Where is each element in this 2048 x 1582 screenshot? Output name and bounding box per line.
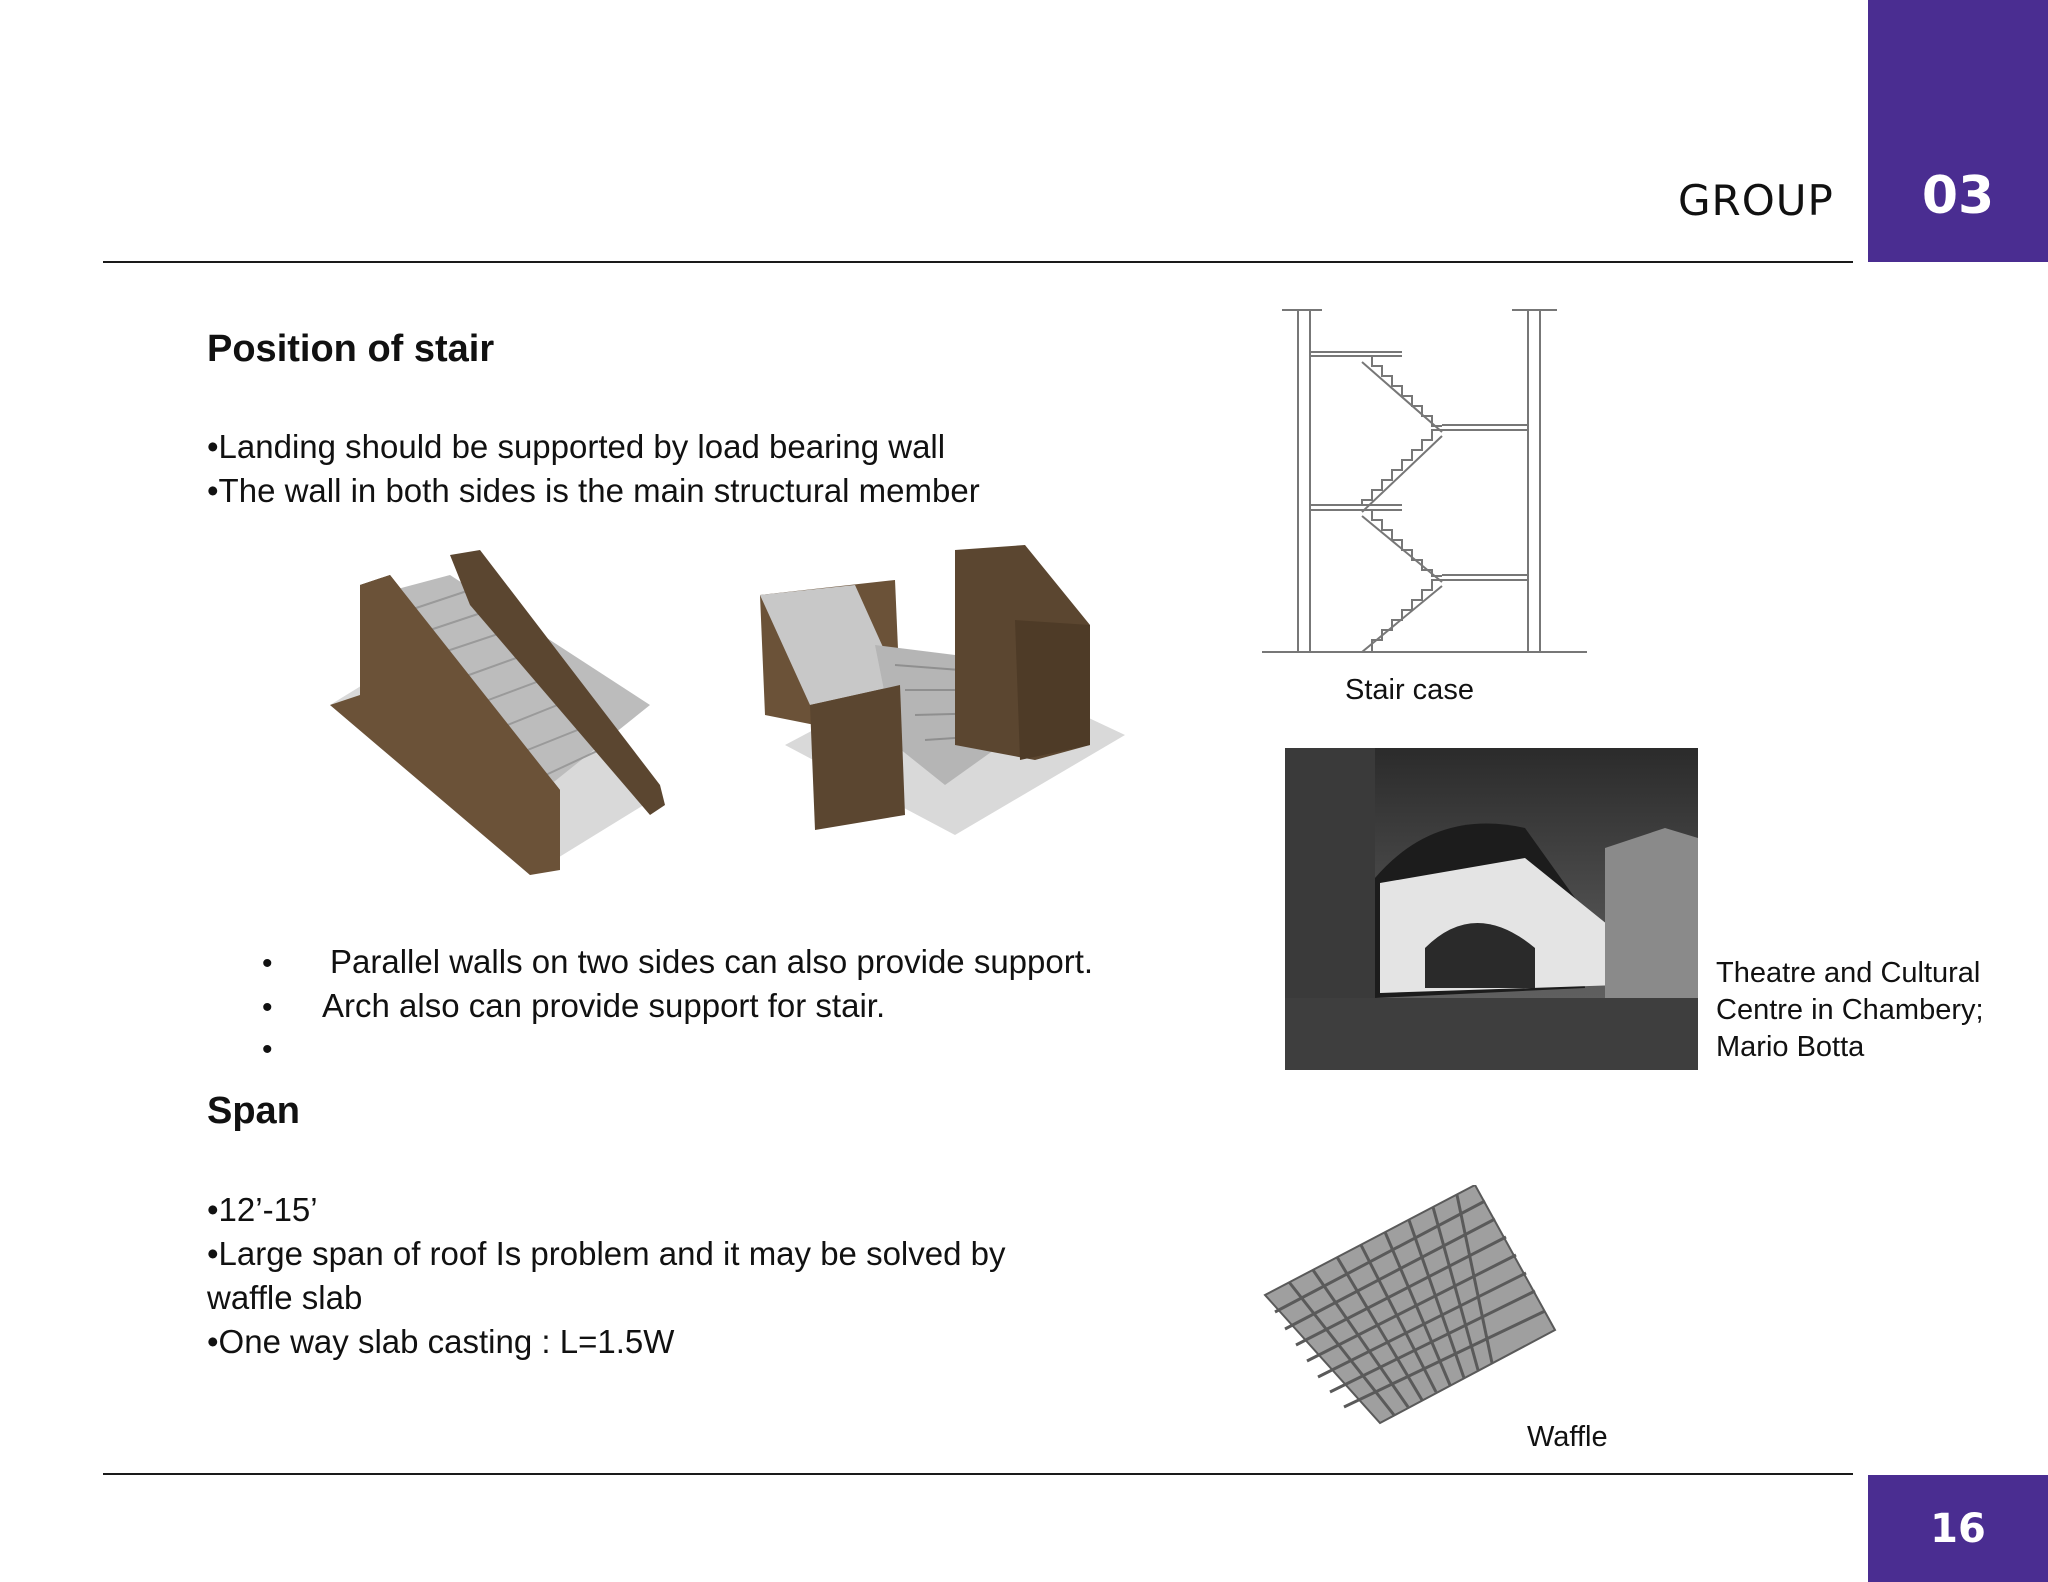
caption-theatre-line: Mario Botta [1716, 1031, 1865, 1063]
bullet-marker: • [262, 991, 273, 1024]
span-line: waffle slab [207, 1279, 363, 1316]
group-label: GROUP [1678, 176, 1834, 225]
straight-stair-illustration [330, 550, 665, 875]
bullet-marker: • [262, 947, 273, 980]
caption-theatre-line: Centre in Chambery; [1716, 994, 1984, 1026]
position-bullets: •Landing should be supported by load bea… [207, 425, 980, 513]
footer-rule [103, 1473, 1853, 1475]
sub-bullet-row: • Parallel walls on two sides can also p… [262, 940, 1093, 984]
support-bullets: • Parallel walls on two sides can also p… [262, 940, 1093, 1072]
sub-bullet-text: Parallel walls on two sides can also pro… [330, 943, 1094, 980]
bullet-item: •The wall in both sides is the main stru… [207, 472, 980, 509]
page-number-badge: 16 [1868, 1475, 2048, 1582]
span-line: •12’-15’ [207, 1191, 318, 1228]
caption-theatre-line: Theatre and Cultural [1716, 957, 1981, 989]
section-heading-position: Position of stair [207, 328, 495, 370]
dog-leg-stair-illustration [760, 545, 1125, 835]
bullet-item: •Landing should be supported by load bea… [207, 428, 946, 465]
group-number: 03 [1921, 166, 1995, 226]
theatre-photo [1285, 748, 1698, 1070]
span-text: •12’-15’ •Large span of roof Is problem … [207, 1188, 1006, 1364]
stair-section-drawing [1262, 309, 1587, 653]
section-heading-span: Span [207, 1090, 300, 1132]
header-rule [103, 261, 1853, 263]
waffle-slab-illustration [1263, 1185, 1557, 1425]
sub-bullet-row: • [262, 1028, 1093, 1072]
bullet-marker: • [262, 1033, 273, 1066]
sub-bullet-row: • Arch also can provide support for stai… [262, 984, 1093, 1028]
group-number-badge: 03 [1868, 0, 2048, 262]
span-line: •One way slab casting : L=1.5W [207, 1323, 675, 1360]
page-number: 16 [1930, 1505, 1986, 1552]
span-line: •Large span of roof Is problem and it ma… [207, 1235, 1006, 1272]
caption-staircase: Stair case [1345, 674, 1474, 706]
sub-bullet-text: Arch also can provide support for stair. [322, 987, 886, 1024]
caption-waffle: Waffle [1527, 1421, 1608, 1453]
caption-theatre: Theatre and Cultural Centre in Chambery;… [1716, 955, 1984, 1066]
